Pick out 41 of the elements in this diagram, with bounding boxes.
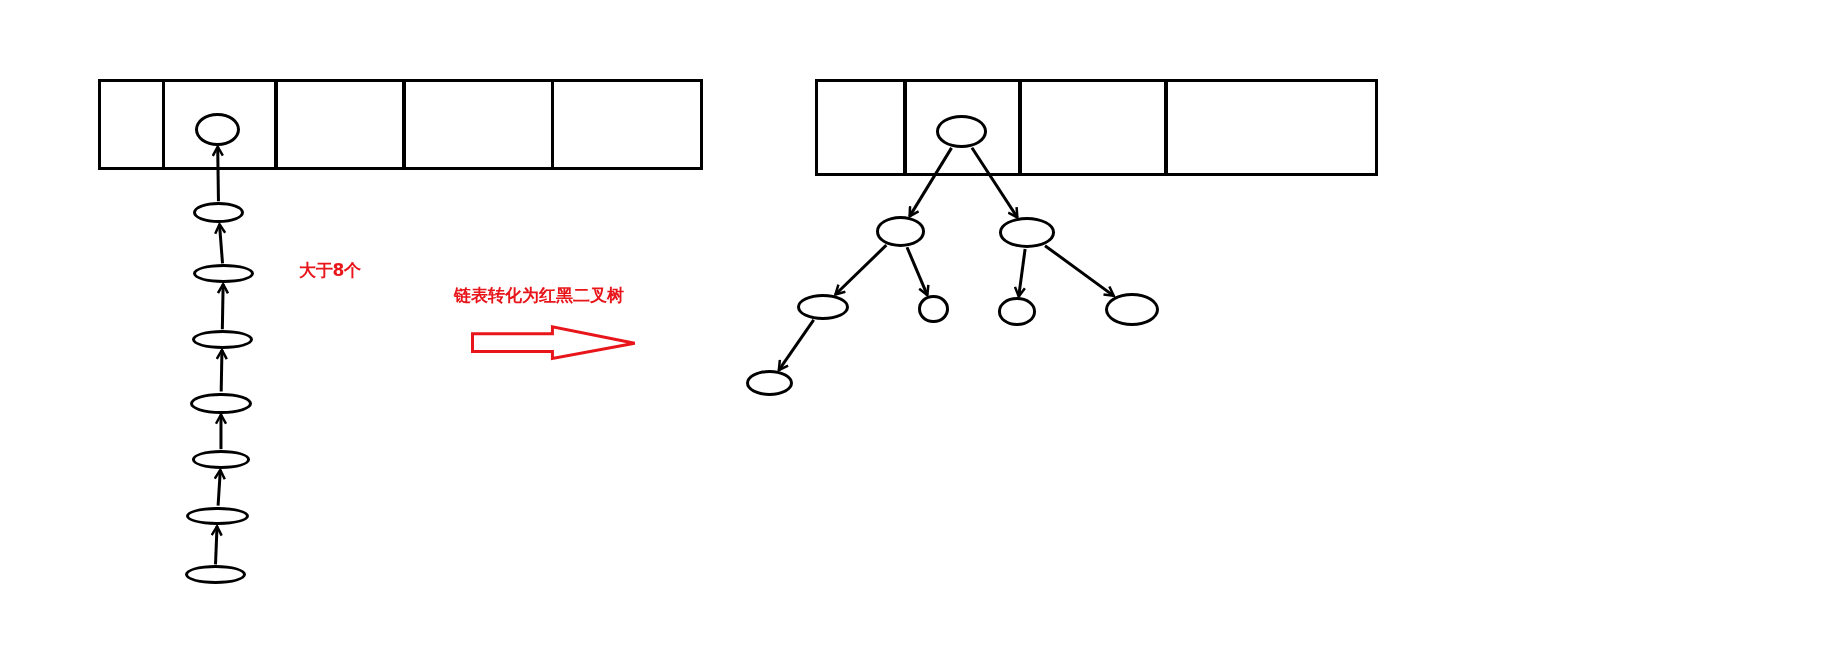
- array-cell: [551, 78, 703, 171]
- array-cell: [275, 78, 406, 171]
- arrow: [834, 244, 888, 296]
- annotation-text: 大于8个: [298, 258, 362, 282]
- arrow: [210, 525, 223, 565]
- arrow: [908, 147, 953, 218]
- list-node-ellipse: [195, 112, 240, 146]
- list-node-ellipse: [185, 506, 250, 526]
- list-node-ellipse: [192, 264, 254, 284]
- arrow: [213, 223, 227, 264]
- list-node-ellipse: [917, 295, 949, 324]
- arrow: [214, 413, 228, 450]
- annotation-text: 链表转化为红黑二叉树: [453, 284, 624, 308]
- arrow: [216, 283, 230, 330]
- arrow: [213, 468, 226, 506]
- array-cell: [403, 78, 554, 171]
- array-cell: [814, 78, 907, 177]
- arrow: [1044, 244, 1115, 298]
- list-node-ellipse: [746, 370, 794, 397]
- list-node-ellipse: [796, 293, 849, 320]
- arrow: [905, 246, 930, 297]
- array-cell: [903, 78, 1022, 177]
- array-cell: [97, 78, 165, 171]
- arrow: [777, 319, 815, 372]
- arrow: [215, 348, 229, 392]
- arrow: [1013, 248, 1027, 298]
- list-node-ellipse: [875, 216, 925, 247]
- arrow: [211, 145, 225, 202]
- list-node-ellipse: [190, 392, 252, 414]
- list-node-ellipse: [997, 297, 1036, 326]
- list-node-ellipse: [191, 330, 253, 350]
- list-node-ellipse: [192, 202, 245, 224]
- list-node-ellipse: [999, 217, 1056, 248]
- list-node-ellipse: [184, 565, 246, 585]
- arrow: [970, 146, 1019, 219]
- list-node-ellipse: [191, 450, 251, 469]
- array-cell: [1164, 78, 1378, 177]
- array-cell: [162, 78, 278, 171]
- list-node-ellipse: [935, 115, 988, 149]
- list-node-ellipse: [1104, 292, 1159, 326]
- array-cell: [1019, 78, 1168, 177]
